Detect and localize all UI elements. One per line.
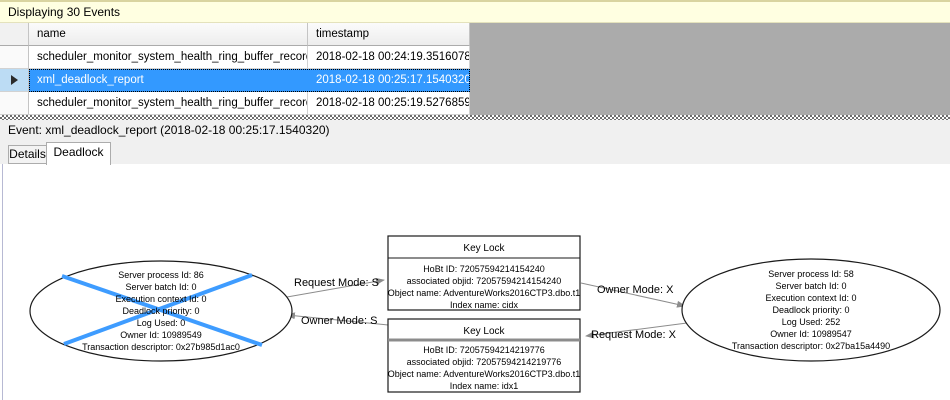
svg-text:Server batch Id: 0: Server batch Id: 0 (125, 282, 196, 292)
svg-text:Object name: AdventureWorks201: Object name: AdventureWorks2016CTP3.dbo.… (388, 369, 580, 379)
svg-text:Owner Id: 10989547: Owner Id: 10989547 (770, 329, 852, 339)
column-header-timestamp[interactable]: timestamp (308, 23, 470, 46)
horizontal-splitter[interactable] (0, 115, 950, 120)
column-header-name[interactable]: name (29, 23, 308, 46)
corner-header-cell (0, 23, 29, 46)
cell-name[interactable]: scheduler_monitor_system_health_ring_buf… (29, 92, 308, 115)
table-row[interactable]: scheduler_monitor_system_health_ring_buf… (0, 92, 470, 115)
cell-timestamp[interactable]: 2018-02-18 00:24:19.3516078 (308, 46, 470, 69)
table-row[interactable]: scheduler_monitor_system_health_ring_buf… (0, 46, 470, 69)
edge-lines (286, 277, 688, 339)
tab-deadlock[interactable]: Deadlock (46, 142, 111, 165)
svg-text:Index name: idx1: Index name: idx1 (450, 381, 519, 391)
edge-label-request-x: Request Mode: X (591, 329, 677, 341)
edge-label-request-s: Request Mode: S (294, 277, 379, 289)
pane-left-border (2, 164, 3, 400)
edge-labels: Request Mode: S Owner Mode: S Owner Mode… (294, 277, 677, 341)
cell-name[interactable]: scheduler_monitor_system_health_ring_buf… (29, 46, 308, 69)
svg-text:Server process Id: 86: Server process Id: 86 (118, 270, 204, 280)
svg-text:Log Used: 0: Log Used: 0 (137, 318, 186, 328)
svg-text:HoBt ID: 72057594214219776: HoBt ID: 72057594214219776 (423, 345, 545, 355)
cell-name[interactable]: xml_deadlock_report (29, 69, 308, 92)
svg-text:Execution context Id: 0: Execution context Id: 0 (115, 294, 206, 304)
victim-cross-icon (63, 273, 253, 346)
svg-text:associated objid: 720575942142: associated objid: 72057594214219776 (407, 357, 562, 367)
svg-text:Transaction descriptor: 0x27ba: Transaction descriptor: 0x27ba15a4490 (732, 341, 890, 351)
deadlock-graph: Server process Id: 86 Server batch Id: 0… (29, 235, 941, 393)
event-header-label: Event: xml_deadlock_report (2018-02-18 0… (0, 120, 950, 141)
svg-text:Deadlock priority: 0: Deadlock priority: 0 (772, 305, 849, 315)
svg-text:Owner Id: 10989549: Owner Id: 10989549 (120, 330, 202, 340)
svg-text:Execution context Id: 0: Execution context Id: 0 (765, 293, 856, 303)
tab-details[interactable]: Details (8, 145, 47, 164)
events-status-bar: Displaying 30 Events (0, 0, 950, 23)
process-node-right[interactable]: Server process Id: 58 Server batch Id: 0… (681, 258, 941, 362)
row-header-cell[interactable] (0, 92, 29, 115)
cell-timestamp[interactable]: 2018-02-18 00:25:17.1540320 (308, 69, 470, 92)
table-header-row: name timestamp (0, 23, 470, 46)
victim-cross-icon (61, 274, 263, 347)
edge-label-owner-s: Owner Mode: S (301, 315, 377, 327)
svg-text:Deadlock priority: 0: Deadlock priority: 0 (122, 306, 199, 316)
svg-text:HoBt ID: 72057594214154240: HoBt ID: 72057594214154240 (423, 264, 545, 274)
svg-text:Key Lock: Key Lock (463, 243, 505, 254)
current-row-marker-icon (10, 75, 18, 85)
detail-tabs: Details Deadlock (0, 141, 950, 165)
svg-text:Index name: cidx: Index name: cidx (450, 300, 519, 310)
cell-timestamp[interactable]: 2018-02-18 00:25:19.5276859 (308, 92, 470, 115)
resource-node-bottom[interactable]: Key Lock HoBt ID: 72057594214219776 asso… (387, 318, 581, 393)
svg-text:Server batch Id: 0: Server batch Id: 0 (775, 281, 846, 291)
svg-text:associated objid: 720575942141: associated objid: 72057594214154240 (407, 276, 562, 286)
table-row-selected[interactable]: xml_deadlock_report 2018-02-18 00:25:17.… (0, 69, 470, 92)
resource-node-top[interactable]: Key Lock HoBt ID: 72057594214154240 asso… (387, 235, 581, 311)
process-node-victim[interactable]: Server process Id: 86 Server batch Id: 0… (29, 260, 293, 362)
svg-text:Transaction descriptor: 0x27b9: Transaction descriptor: 0x27b985d1ac0 (82, 342, 240, 352)
events-table: name timestamp scheduler_monitor_system_… (0, 23, 470, 115)
svg-text:Key Lock: Key Lock (463, 326, 505, 337)
svg-text:Server process Id: 58: Server process Id: 58 (768, 269, 854, 279)
svg-text:Object name: AdventureWorks201: Object name: AdventureWorks2016CTP3.dbo.… (388, 288, 580, 298)
row-header-cell[interactable] (0, 69, 29, 92)
deadlock-graph-pane: Server process Id: 86 Server batch Id: 0… (0, 164, 950, 400)
edge-label-owner-x: Owner Mode: X (597, 284, 674, 296)
svg-text:Log Used: 252: Log Used: 252 (782, 317, 841, 327)
row-header-cell[interactable] (0, 46, 29, 69)
